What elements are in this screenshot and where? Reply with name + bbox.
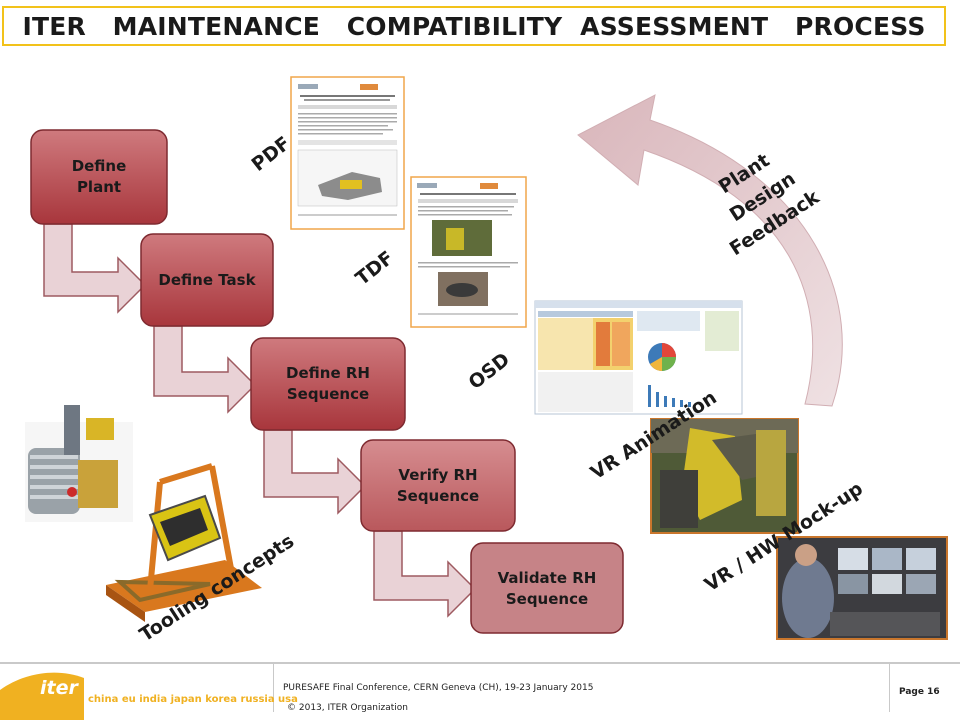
step-label: Validate RH: [498, 569, 597, 587]
page-title: ITER MAINTENANCE COMPATIBILITY ASSESSMEN…: [22, 11, 926, 41]
step-label: Sequence: [287, 385, 369, 403]
step-label: Sequence: [397, 487, 479, 505]
vr-animation-image: [650, 418, 799, 534]
step-label: Sequence: [506, 590, 588, 608]
feedback-arc-arrow: [577, 94, 843, 407]
step-label: Plant: [77, 178, 121, 196]
connector-arrow-2: [153, 325, 257, 414]
pdf-label: PDF: [248, 132, 295, 176]
tooling-concept-image-1: [25, 405, 133, 522]
tdf-label: TDF: [352, 247, 398, 290]
osd-label: OSD: [465, 349, 514, 394]
step-box-define-task: Define Task: [140, 233, 274, 327]
page-number: Page 16: [899, 687, 940, 697]
connector-arrow-4: [373, 530, 477, 618]
step-label: Define Task: [158, 271, 256, 289]
footer-divider: [0, 662, 960, 664]
step-box-define-plant: Define Plant: [30, 129, 168, 225]
step-box-validate-rh-sequence: Validate RH Sequence: [470, 542, 624, 634]
iter-logo: [0, 672, 270, 720]
vr-hw-mockup-photo: [776, 536, 948, 640]
step-box-define-rh-sequence: Define RH Sequence: [250, 337, 406, 431]
step-label: Verify RH: [398, 466, 477, 484]
iter-logo-word: iter: [40, 677, 78, 699]
footer-separator: [273, 664, 274, 712]
step-box-verify-rh-sequence: Verify RH Sequence: [360, 439, 516, 532]
pdf-document-thumbnail: [290, 76, 405, 230]
osd-spreadsheet-thumbnail: [534, 300, 743, 415]
conference-info: PURESAFE Final Conference, CERN Geneva (…: [283, 683, 594, 693]
connector-arrow-3: [263, 429, 367, 515]
copyright-notice: © 2013, ITER Organization: [287, 703, 408, 713]
iter-member-countries: china eu india japan korea russia usa: [88, 694, 298, 705]
step-label: Define: [72, 157, 127, 175]
title-box: ITER MAINTENANCE COMPATIBILITY ASSESSMEN…: [2, 6, 946, 46]
connector-arrow-1: [43, 223, 147, 314]
tooling-concept-image-2: [106, 463, 262, 622]
tdf-document-thumbnail: [410, 176, 527, 328]
step-label: Define RH: [286, 364, 370, 382]
footer-separator: [889, 664, 890, 712]
